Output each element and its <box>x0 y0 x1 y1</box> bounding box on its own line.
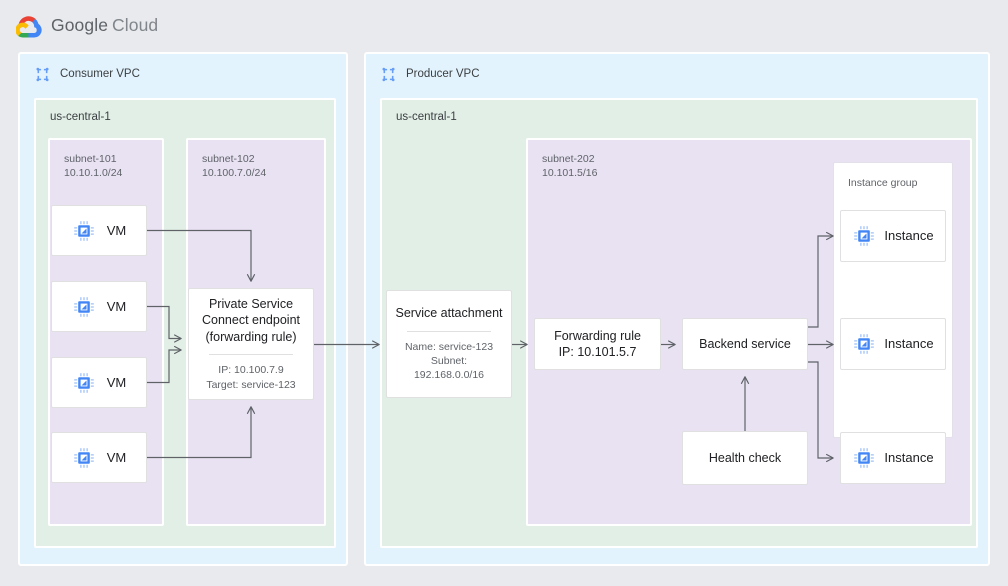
backend-service-title: Backend service <box>699 336 791 351</box>
health-check-title: Health check <box>708 450 782 465</box>
vm-chip-icon <box>73 447 94 468</box>
consumer-region-label: us-central-1 <box>50 111 111 123</box>
backend-service-card[interactable]: Backend service <box>682 318 808 370</box>
vpc-network-icon <box>382 67 395 82</box>
subnet-102-name: subnet-102 <box>202 153 255 165</box>
vm-card-1[interactable]: VM <box>51 205 147 256</box>
subnet-202-cidr: 10.101.5/16 <box>542 167 598 180</box>
service-attachment-card[interactable]: Service attachment Name: service-123 Sub… <box>386 290 512 398</box>
vm-card-3[interactable]: VM <box>51 357 147 408</box>
vm-chip-icon <box>73 372 94 393</box>
forwarding-rule-card[interactable]: Forwarding rule IP: 10.101.5.7 <box>534 318 661 370</box>
service-attachment-title: Service attachment <box>395 306 503 321</box>
subnet-202-label: subnet-202 10.101.5/16 <box>542 152 597 180</box>
subnet-101-name: subnet-101 <box>64 153 117 165</box>
vm-chip-icon <box>73 220 94 241</box>
brand-google: Google <box>51 15 109 36</box>
service-attachment-divider <box>406 330 492 332</box>
vm-card-4[interactable]: VM <box>51 432 147 483</box>
instance-card-2[interactable]: Instance <box>840 318 946 370</box>
health-check-card[interactable]: Health check <box>682 431 808 485</box>
vm-chip-icon <box>854 226 875 246</box>
psc-endpoint-card[interactable]: Private Service Connect endpoint (forwar… <box>188 288 314 400</box>
vm-card-2-label: VM <box>106 298 127 314</box>
producer-region-label: us-central-1 <box>396 111 457 123</box>
service-attachment-details: Name: service-123 Subnet: 192.168.0.0/16 <box>404 340 494 382</box>
vm-card-3-label: VM <box>106 374 127 390</box>
subnet-101-cidr: 10.10.1.0/24 <box>64 167 123 180</box>
psc-endpoint-details: IP: 10.100.7.9 Target: service-123 <box>206 364 296 391</box>
forwarding-rule-title: Forwarding rule IP: 10.101.5.7 <box>554 328 641 360</box>
consumer-vpc-header: Consumer VPC <box>34 66 140 83</box>
psc-endpoint-divider <box>208 354 294 356</box>
vm-card-1-label: VM <box>106 222 127 238</box>
instance-group-container: Instance group <box>833 162 953 438</box>
vm-card-4-label: VM <box>106 449 127 465</box>
subnet-202-name: subnet-202 <box>542 153 595 165</box>
vpc-network-icon <box>36 67 49 82</box>
producer-vpc-header: Producer VPC <box>380 66 480 83</box>
brand-cloud: Cloud <box>112 15 159 36</box>
vm-chip-icon <box>854 334 875 354</box>
vm-chip-icon <box>73 296 94 317</box>
subnet-102-cidr: 10.100.7.0/24 <box>202 167 267 180</box>
instance-card-1[interactable]: Instance <box>840 210 946 262</box>
psc-endpoint-title: Private Service Connect endpoint (forwar… <box>202 296 300 344</box>
google-cloud-logo-icon <box>16 16 42 38</box>
subnet-101-label: subnet-101 10.10.1.0/24 <box>64 152 122 180</box>
instance-card-2-label: Instance <box>884 336 934 352</box>
vm-card-2[interactable]: VM <box>51 281 147 332</box>
consumer-vpc-title: Consumer VPC <box>60 67 140 80</box>
instance-card-3[interactable]: Instance <box>840 432 946 484</box>
vm-chip-icon <box>854 448 875 468</box>
instance-group-label: Instance group <box>848 177 918 189</box>
producer-vpc-title: Producer VPC <box>406 67 480 80</box>
instance-card-3-label: Instance <box>884 450 934 466</box>
instance-card-1-label: Instance <box>884 228 934 244</box>
subnet-102-label: subnet-102 10.100.7.0/24 <box>202 152 266 180</box>
